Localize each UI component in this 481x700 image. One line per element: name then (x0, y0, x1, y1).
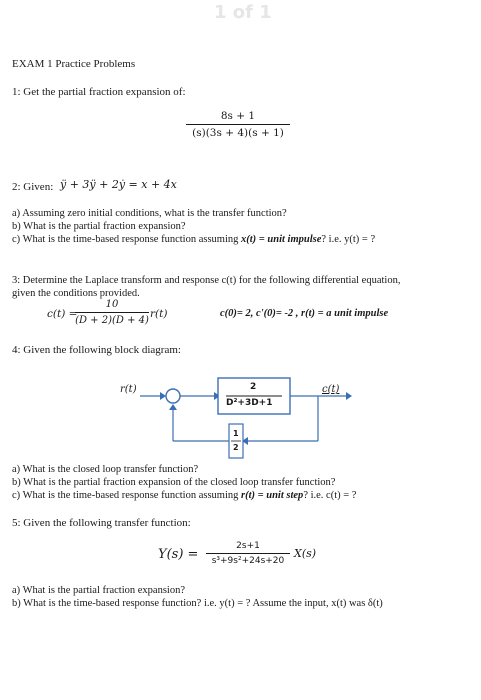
q5-lhs: Y(s) = (158, 547, 199, 562)
q4-feedback-numerator: 1 (233, 429, 239, 438)
q2-part-b: b) What is the partial fraction expansio… (12, 221, 186, 232)
q4-forward-numerator: 2 (250, 382, 257, 392)
q4-label: 4: Given the following block diagram: (12, 344, 181, 356)
q1-label: 1: Get the partial fraction expansion of… (12, 86, 186, 98)
q4-output-label: c(t) (322, 384, 340, 395)
page-watermark: 1 of 1 (214, 2, 272, 23)
summing-junction (165, 388, 181, 404)
q4-part-b: b) What is the partial fraction expansio… (12, 477, 336, 488)
q4-forward-denominator: D²+3D+1 (226, 398, 273, 408)
q3-label-line1: 3: Determine the Laplace transform and r… (12, 275, 401, 286)
q1-numerator: 8s + 1 (220, 110, 256, 122)
q5-fraction: 2s+1 s³+9s²+24s+20 (206, 541, 290, 566)
q1-denominator: (s)(3s + 4)(s + 1) (192, 127, 284, 139)
q2-part-c: c) What is the time-based response funct… (12, 234, 376, 245)
q5-part-b: b) What is the time-based response funct… (12, 598, 383, 609)
q3-numerator: 10 (105, 299, 119, 310)
q3-label-line2: given the conditions provided. (12, 288, 140, 299)
q3-conditions: c(0)= 2, c'(0)= -2 , r(t) = a unit impul… (220, 308, 389, 319)
q2-part-a: a) Assuming zero initial conditions, wha… (12, 208, 287, 219)
q4-part-a: a) What is the closed loop transfer func… (12, 464, 199, 475)
q5-rhs: X(s) (294, 547, 317, 560)
q4-input-label: r(t) (120, 384, 137, 395)
q5-denominator: s³+9s²+24s+20 (211, 556, 285, 566)
q5-part-a: a) What is the partial fraction expansio… (12, 585, 185, 596)
q5-numerator: 2s+1 (236, 541, 260, 551)
q2-equation: ÿ + 3ÿ + 2ẏ = x + 4x (60, 178, 177, 191)
q2-label: 2: Given: (12, 181, 54, 193)
q3-fraction: 10 (D + 2)(D + 4) (75, 299, 149, 326)
q4-part-c: c) What is the time-based response funct… (12, 490, 357, 501)
q3-rhs: r(t) (150, 308, 168, 320)
q1-fraction: 8s + 1 (s)(3s + 4)(s + 1) (186, 110, 290, 139)
page-title: EXAM 1 Practice Problems (12, 58, 136, 70)
q3-denominator: (D + 2)(D + 4) (75, 315, 149, 326)
q5-label: 5: Given the following transfer function… (12, 517, 191, 529)
q4-feedback-denominator: 2 (233, 443, 239, 452)
q3-lhs: c(t) = (47, 308, 78, 320)
